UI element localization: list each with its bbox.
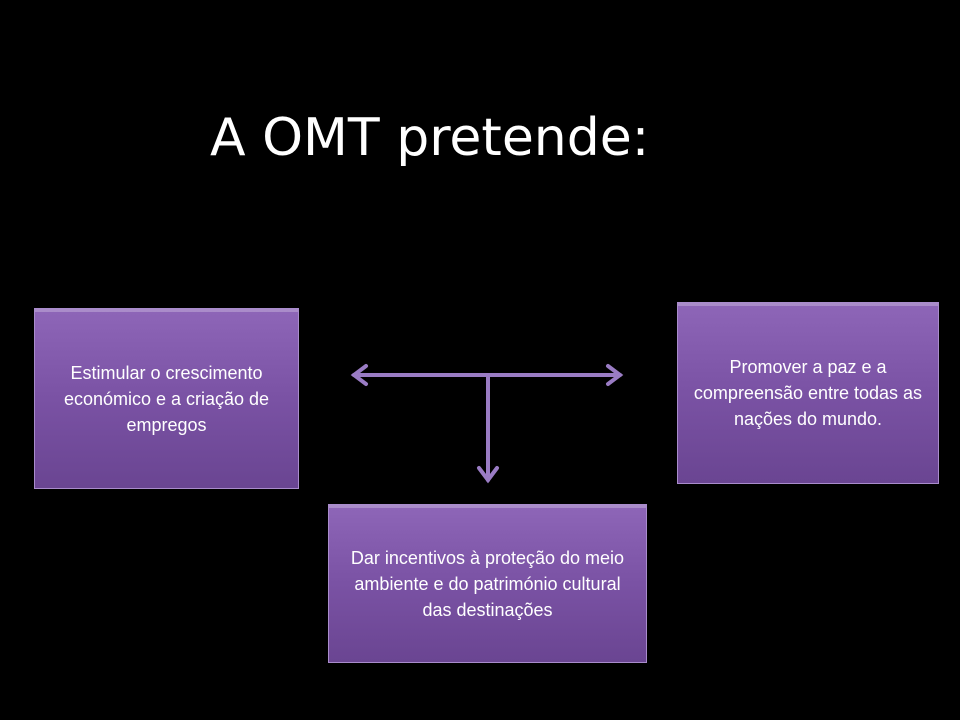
- goal-box-economic: Estimular o crescimento económico e a cr…: [34, 308, 299, 489]
- goal-box-peace: Promover a paz e a compreensão entre tod…: [677, 302, 939, 484]
- goal-text: Dar incentivos à proteção do meio ambien…: [350, 547, 625, 620]
- right-arrowhead-icon: [606, 364, 624, 386]
- left-arrowhead-icon: [350, 364, 368, 386]
- goal-box-environment: Dar incentivos à proteção do meio ambien…: [328, 504, 647, 663]
- goal-text: Promover a paz e a compreensão entre tod…: [693, 357, 923, 429]
- goal-text: Estimular o crescimento económico e a cr…: [63, 362, 270, 435]
- down-arrowhead-icon: [477, 466, 499, 484]
- slide-title: A OMT pretende:: [210, 108, 650, 168]
